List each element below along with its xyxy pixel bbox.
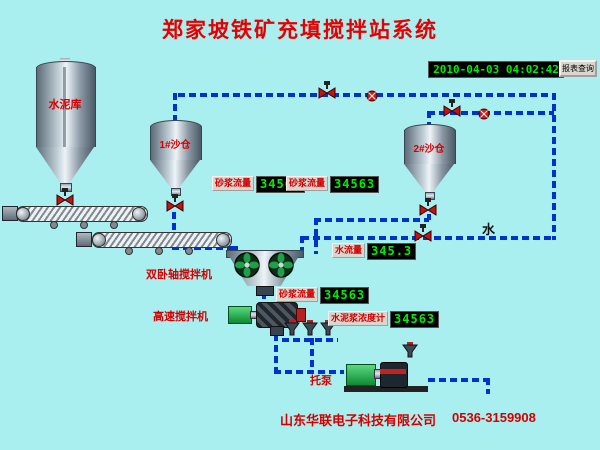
meter-label: 水泥浆浓度计 [328, 311, 389, 326]
valve-silo1-outlet[interactable] [166, 194, 184, 217]
pipe-right-down [552, 93, 556, 240]
meter-label: 砂浆流量 [276, 287, 319, 302]
meter-label: 水流量 [332, 243, 366, 258]
pipe-to-pump [274, 370, 344, 374]
pipe-silo1-feed [173, 93, 177, 122]
conveyor2-roller [185, 247, 193, 255]
mixer-impeller-right [268, 252, 294, 283]
silo-body [150, 126, 202, 160]
conveyor1-roller [50, 221, 58, 229]
pipe-mixer-inlet2 [314, 218, 318, 254]
water-label: 水 [482, 222, 496, 237]
valve-round-top[interactable] [366, 89, 378, 107]
twin-shaft-mixer [226, 250, 304, 296]
silo-body [36, 67, 96, 147]
meter-density: 水泥浆浓度计 34563 [328, 311, 440, 328]
pipe-water-drop [300, 236, 304, 254]
meter-label: 砂浆流量 [286, 176, 329, 191]
page-title: 郑家坡铁矿充填搅拌站系统 [162, 19, 438, 42]
sand-silo-2: 2#沙仓 [404, 124, 456, 200]
mixer-outlet [256, 286, 274, 296]
hsmixer-endcap [296, 308, 306, 322]
report-query-button[interactable]: 报表查询 [559, 60, 597, 77]
pipe-silo2-out [427, 214, 431, 220]
conveyor2-pulley-right [216, 233, 230, 247]
pipe-hsmixer-out [274, 334, 278, 374]
cement-silo: 水泥库 [36, 58, 96, 192]
meter-sand2-flow: 砂浆流量 34563 [286, 176, 380, 193]
silo-body [404, 130, 456, 164]
meter-value: 345.3 [367, 243, 417, 260]
pump-base [344, 386, 428, 392]
pump-inlet-funnel [402, 342, 418, 365]
high-speed-mixer-label: 高速搅拌机 [153, 311, 208, 323]
conveyor2-roller [155, 247, 163, 255]
meter-value: 34563 [390, 311, 440, 328]
valve-silo2-outlet[interactable] [419, 198, 437, 221]
footer: 山东华联电子科技有限公司 0536-3159908 [280, 410, 536, 429]
belt-conveyor-1 [16, 206, 148, 222]
pipe-pump-discharge-down [486, 378, 490, 394]
cement-silo-label: 水泥库 [48, 99, 82, 111]
valve-cement-outlet[interactable] [56, 188, 74, 211]
mixer-impeller-left [234, 252, 260, 283]
pump-label: 托泵 [310, 375, 332, 387]
valve-round-branch[interactable] [478, 107, 490, 125]
conveyor2-motor [76, 232, 92, 247]
silo-cone [36, 147, 94, 183]
meter-value: 34563 [320, 287, 370, 304]
valve-top-main[interactable] [318, 81, 336, 104]
sand-silo-1: 1#沙仓 [150, 120, 202, 196]
valve-branch[interactable] [443, 99, 461, 122]
pipe-silo2-out-h [314, 218, 429, 222]
twin-shaft-mixer-label: 双卧轴搅拌机 [146, 269, 212, 281]
pipe-mixer-chute [262, 292, 266, 302]
pump-motor [346, 364, 376, 386]
meter-slurry-flow: 砂浆流量 34563 [276, 287, 370, 304]
silo-cone [150, 160, 200, 188]
piston-pump [344, 342, 428, 392]
conveyor1-roller [80, 221, 88, 229]
pipe-branch-silo2 [428, 111, 554, 115]
hsmixer-outlet [270, 326, 284, 336]
additive-funnel-2[interactable] [302, 320, 318, 343]
pipe-silo1-out-h [172, 246, 238, 250]
company-name: 山东华联电子科技有限公司 [280, 413, 437, 428]
pipe-silo1-out [172, 212, 176, 248]
pump-band [380, 369, 406, 374]
valve-water-line[interactable] [414, 224, 432, 247]
hsmixer-motor [228, 306, 252, 324]
pipe-silo2-feed [427, 111, 431, 126]
pump-body [380, 362, 408, 388]
conveyor1-pulley-left [16, 207, 30, 221]
datetime-display: 2010-04-03 04:02:42 [428, 61, 564, 78]
additive-funnel-1[interactable] [284, 320, 300, 343]
silo-cone [404, 164, 454, 192]
conveyor1-pulley-right [132, 207, 146, 221]
pipe-pump-discharge [428, 378, 488, 382]
belt-conveyor-2 [92, 232, 232, 248]
company-phone: 0536-3159908 [452, 410, 536, 425]
conveyor1-roller [110, 221, 118, 229]
conveyor2-roller [125, 247, 133, 255]
pipe-additive-drop [310, 338, 314, 372]
conveyor2-pulley-left [92, 233, 106, 247]
meter-water-flow: 水流量 345.3 [332, 243, 417, 260]
silo-seam [63, 67, 66, 147]
meter-value: 34563 [330, 176, 380, 193]
sand-silo-1-label: 1#沙仓 [159, 140, 191, 151]
sand-silo-2-label: 2#沙仓 [413, 144, 445, 155]
meter-label: 砂浆流量 [212, 176, 255, 191]
